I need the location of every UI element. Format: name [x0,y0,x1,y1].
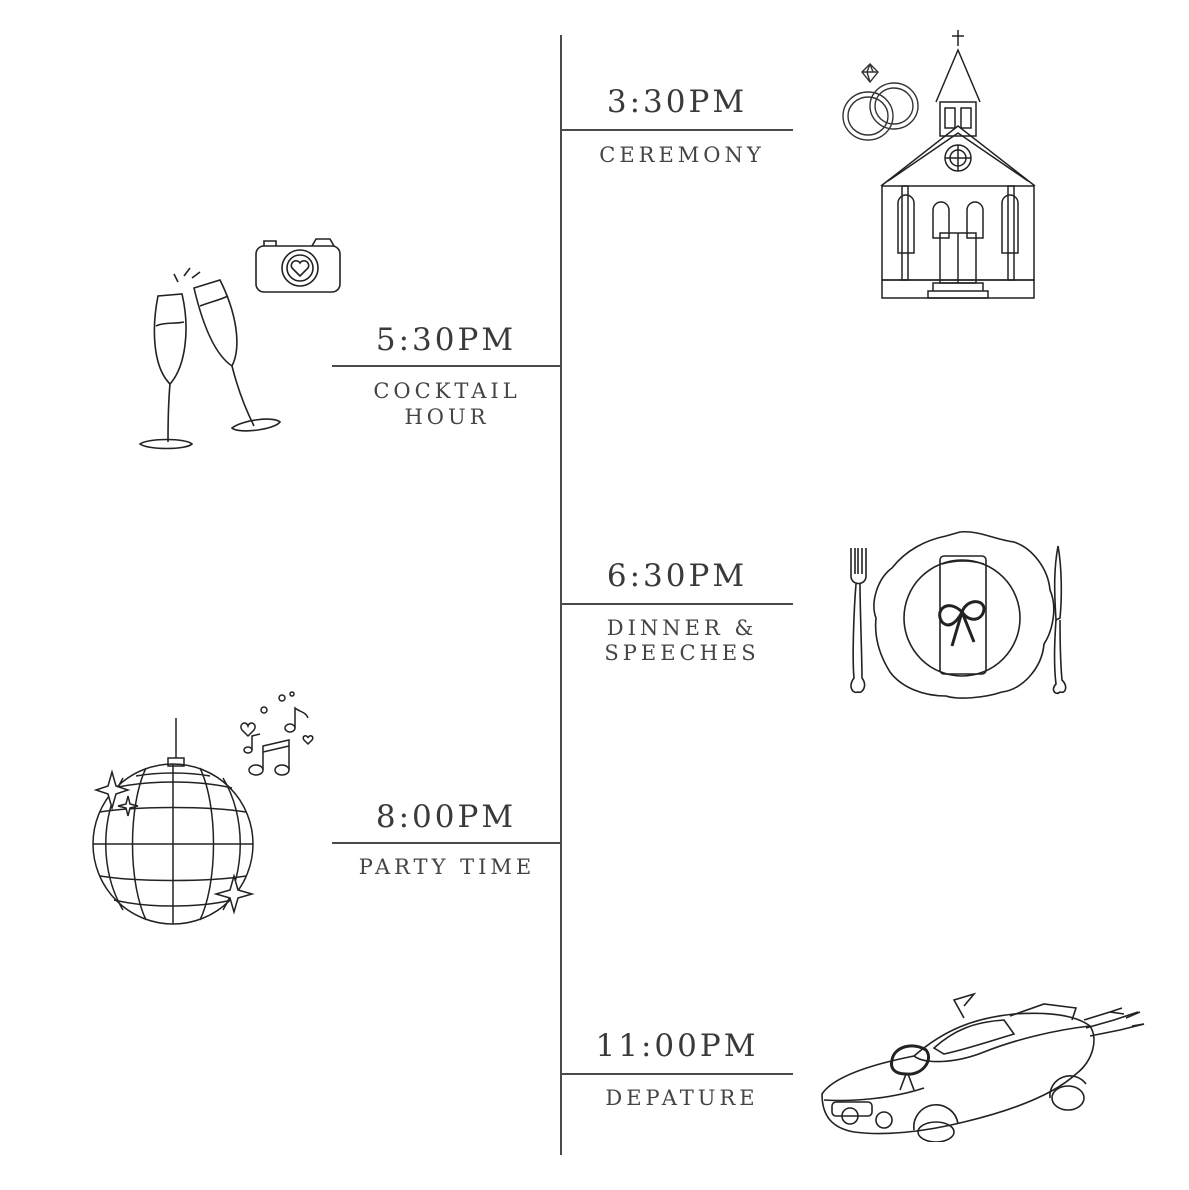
event-label-cocktail-line2: HOUR [404,405,490,429]
event-branch-cocktail [332,365,561,367]
event-time-ceremony: 3:30PM [606,84,748,120]
event-branch-dinner [562,603,793,605]
place-setting-icon [846,528,1072,702]
event-label-dinner-line2: SPEECHES [604,641,760,665]
event-label-ceremony: CEREMONY [599,143,765,167]
event-branch-party [332,842,561,844]
event-time-departure: 11:00PM [595,1028,759,1064]
event-label-cocktail-line1: COCKTAIL [373,379,521,403]
event-branch-departure [562,1073,793,1075]
disco-ball-icon [88,716,258,926]
event-label-departure: DEPATURE [605,1086,759,1110]
event-branch-ceremony [562,129,793,131]
church-icon [878,28,1038,303]
champagne-glasses-icon [134,266,286,452]
timeline-spine [560,35,562,1155]
event-time-cocktail: 5:30PM [375,322,517,358]
getaway-car-icon [814,990,1154,1142]
music-notes-icon [234,690,318,782]
event-time-party: 8:00PM [375,799,517,835]
event-label-dinner-line1: DINNER & [606,616,758,640]
camera-icon [254,236,342,296]
wedding-rings-icon [832,58,924,150]
event-time-dinner: 6:30PM [606,558,748,594]
event-label-party: PARTY TIME [358,855,536,879]
